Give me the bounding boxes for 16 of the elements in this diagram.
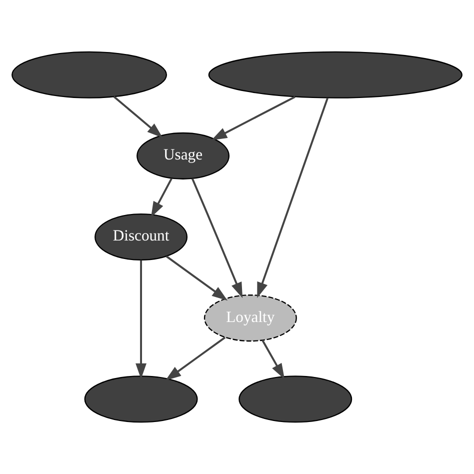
arrow — [113, 96, 163, 138]
arrow — [136, 260, 147, 380]
node-ellipse — [238, 376, 352, 423]
node-ellipse: Usage — [136, 132, 230, 180]
arrow — [211, 96, 296, 140]
arrow — [165, 336, 226, 381]
arrow — [150, 178, 172, 218]
arrow — [191, 178, 243, 298]
node-ellipse: Loyalty — [204, 294, 297, 342]
node-ellipse — [12, 51, 168, 98]
arrow — [166, 256, 228, 301]
arrow — [262, 340, 285, 380]
node-ellipse: Discount — [94, 213, 188, 261]
node-ellipse — [208, 51, 462, 98]
arrow — [257, 98, 328, 298]
node-ellipse — [84, 376, 198, 423]
